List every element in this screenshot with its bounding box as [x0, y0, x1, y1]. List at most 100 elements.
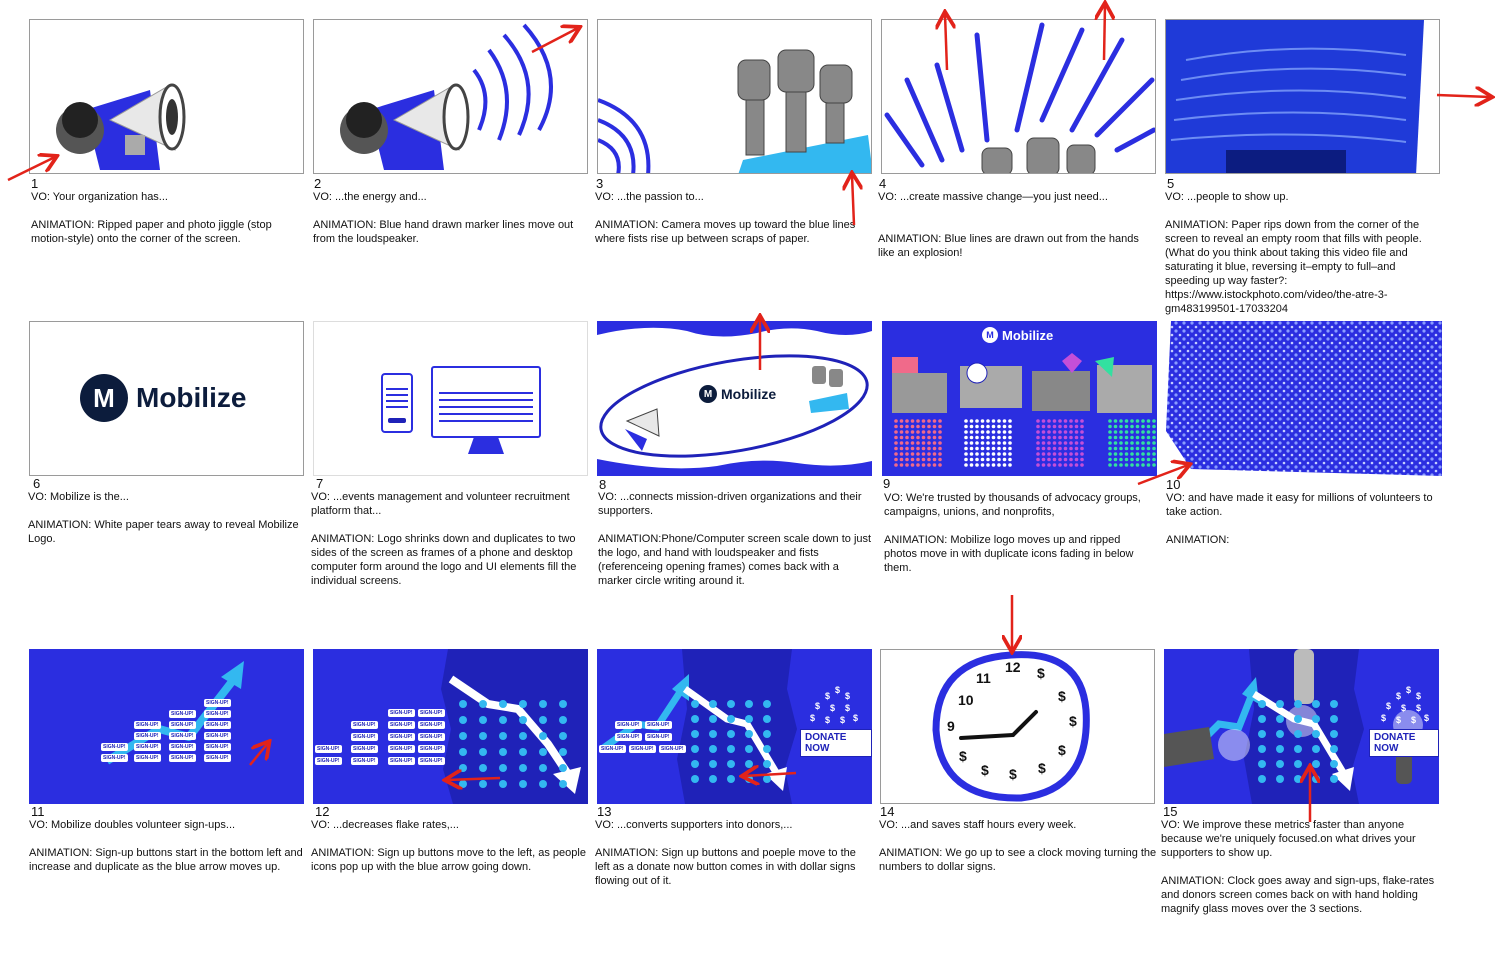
supporter-icon [1141, 435, 1145, 440]
person-icon [459, 764, 467, 772]
supporter-icon [991, 446, 996, 451]
logo-mark-icon: M [982, 327, 998, 343]
supporter-icon [1041, 452, 1046, 456]
panel-2-animation: ANIMATION: Blue hand drawn marker lines … [313, 219, 574, 245]
supporter-icon [1152, 430, 1156, 434]
panel-6-vo: VO: Mobilize is the... [28, 491, 129, 503]
supporter-icon [1069, 424, 1073, 429]
supporter-icon [905, 463, 909, 467]
signup-button: SIGN-UP! [615, 733, 642, 741]
supporter-icon [938, 446, 942, 451]
supporter-icon [932, 424, 937, 429]
supporter-icon [921, 419, 926, 423]
supporter-icon [1036, 457, 1040, 462]
person-icon [519, 700, 527, 708]
person-icon [1312, 715, 1320, 723]
person-icon [1294, 700, 1302, 708]
panel-11-animation: ANIMATION: Sign-up buttons start in the … [29, 847, 303, 873]
supporter-icon [1130, 424, 1134, 429]
signup-button: SIGN-UP! [204, 721, 231, 729]
supporter-icon [1080, 457, 1084, 462]
supporter-icon [1063, 419, 1068, 423]
supporter-icon [991, 441, 996, 445]
supporter-icon [991, 452, 996, 456]
supporter-icon [916, 446, 920, 451]
person-icon [459, 732, 467, 740]
panel-7-caption: VO: ...events management and volunteer r… [311, 490, 591, 588]
dollar-sign-icon: $ [1424, 713, 1429, 723]
supporter-icon [1052, 430, 1057, 434]
signup-button: SIGN-UP! [418, 733, 445, 741]
supporter-icon [1002, 463, 1007, 467]
person-icon [1330, 760, 1338, 768]
person-icon [1258, 760, 1266, 768]
supporter-icon [964, 463, 968, 467]
supporter-icon [916, 424, 920, 429]
supporter-icon [1052, 424, 1057, 429]
supporter-icon [899, 457, 904, 462]
supporter-icon [1047, 446, 1051, 451]
supporter-icon [905, 424, 909, 429]
supporter-icon [1041, 424, 1046, 429]
dollar-sign-icon: $ [830, 703, 835, 713]
donate-now-button: DONATE NOW [800, 729, 872, 757]
supporter-icon [932, 441, 937, 445]
supporter-icon [1002, 430, 1007, 434]
supporter-icon [899, 446, 904, 451]
supporter-icon [921, 463, 926, 467]
panel-14-number: 14 [880, 804, 895, 819]
supporter-icon [975, 457, 979, 462]
person-icon [763, 760, 771, 768]
panel-5-number: 5 [1167, 176, 1175, 191]
supporter-icon [1119, 430, 1123, 434]
signup-button: SIGN-UP! [599, 745, 626, 753]
explosion-lines-illustration [884, 22, 1155, 173]
supporter-icon [938, 430, 942, 434]
panel-1-animation: ANIMATION: Ripped paper and photo jiggle… [31, 219, 272, 245]
supporter-icon [1130, 446, 1134, 451]
supporter-icon [905, 457, 909, 462]
supporter-icon [927, 457, 931, 462]
signup-button: SIGN-UP! [351, 721, 378, 729]
person-icon [539, 732, 547, 740]
supporter-icon [975, 452, 979, 456]
person-icon [539, 748, 547, 756]
panel-1-vo: VO: Your organization has... [31, 191, 168, 203]
person-icon [1312, 775, 1320, 783]
supporter-icon [1047, 430, 1051, 434]
supporter-icon [980, 419, 985, 423]
person-icon [519, 716, 527, 724]
dollar-sign-icon: $ [1416, 691, 1421, 701]
supporter-icon [1052, 435, 1057, 440]
dollar-sign-icon: $ [853, 713, 858, 723]
supporter-icon [894, 446, 898, 451]
panel-15-caption: VO: We improve these metrics faster than… [1161, 818, 1443, 916]
clock-dollar: $ [981, 762, 989, 778]
supporter-icon [980, 463, 985, 467]
supporter-icon [986, 441, 990, 445]
person-icon [1330, 775, 1338, 783]
supporter-icon [1119, 441, 1123, 445]
supporter-icon [1080, 419, 1084, 423]
signup-button: SIGN-UP! [315, 757, 342, 765]
supporter-icon [916, 457, 920, 462]
supporter-icon [1152, 435, 1156, 440]
supporter-icon [1008, 457, 1012, 462]
dollar-sign-icon: $ [825, 715, 830, 725]
supporter-icon [980, 430, 985, 434]
person-icon [691, 745, 699, 753]
supporter-icon [899, 452, 904, 456]
supporter-icon [997, 441, 1001, 445]
supporter-icon [916, 419, 920, 423]
supporter-icon [1130, 419, 1134, 423]
person-icon [559, 700, 567, 708]
supporter-icon [916, 441, 920, 445]
supporter-icon [1069, 419, 1073, 423]
falling-arrow-icon [441, 649, 588, 804]
fists-illustration [598, 49, 871, 173]
supporter-icon [1069, 457, 1073, 462]
person-icon [559, 780, 567, 788]
supporter-icon [1002, 457, 1007, 462]
signup-button: SIGN-UP! [204, 732, 231, 740]
supporter-icon [1074, 435, 1079, 440]
